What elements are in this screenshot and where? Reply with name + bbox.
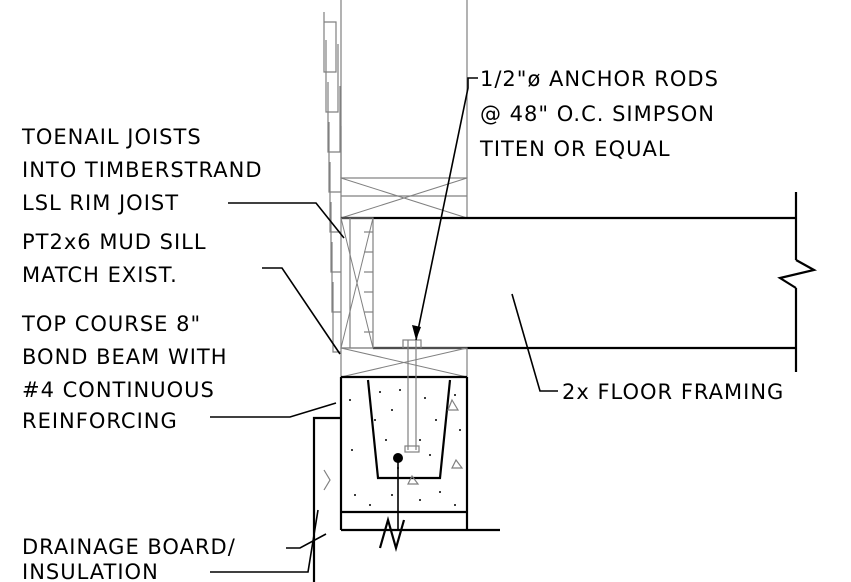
concrete-stipple: [349, 389, 464, 506]
mud-sill-note: PT2x6 MUD SILL MATCH EXIST.: [22, 230, 207, 287]
drainage-board: [312, 416, 406, 582]
drainage-note: DRAINAGE BOARD/ INSULATION: [22, 535, 236, 582]
siding: [323, 12, 342, 353]
note-line: INSULATION: [22, 560, 159, 582]
upper-wall: [340, 0, 468, 178]
note-line: TOP COURSE 8": [21, 312, 201, 336]
floor-framing-note: 2x FLOOR FRAMING: [562, 380, 784, 404]
note-line: TITEN OR EQUAL: [479, 137, 671, 161]
leader-lines: [210, 77, 558, 573]
note-line: #4 CONTINUOUS: [22, 378, 215, 402]
bond-beam-note: TOP COURSE 8" BOND BEAM WITH #4 CONTINUO…: [21, 312, 228, 433]
note-line: TOENAIL JOISTS: [21, 125, 202, 149]
anchor-rod-note: 1/2"ø ANCHOR RODS @ 48" O.C. SIMPSON TIT…: [479, 67, 719, 161]
bond-beam: [339, 375, 500, 532]
note-line: MATCH EXIST.: [22, 263, 178, 287]
mud-sill: [340, 347, 468, 378]
note-line: DRAINAGE BOARD/: [22, 535, 236, 559]
note-line: REINFORCING: [22, 409, 178, 433]
note-line: LSL RIM JOIST: [22, 191, 179, 215]
floor-framing: [341, 192, 818, 372]
anchor-rod: [393, 339, 422, 530]
note-line: 1/2"ø ANCHOR RODS: [480, 67, 719, 91]
note-line: @ 48" O.C. SIMPSON: [480, 102, 715, 126]
note-line: 2x FLOOR FRAMING: [562, 380, 784, 404]
note-line: PT2x6 MUD SILL: [22, 230, 207, 254]
note-line: INTO TIMBERSTRAND: [22, 158, 262, 182]
rim-joist: [340, 217, 374, 349]
toenail-note: TOENAIL JOISTS INTO TIMBERSTRAND LSL RIM…: [21, 125, 262, 215]
note-line: BOND BEAM WITH: [22, 345, 228, 369]
